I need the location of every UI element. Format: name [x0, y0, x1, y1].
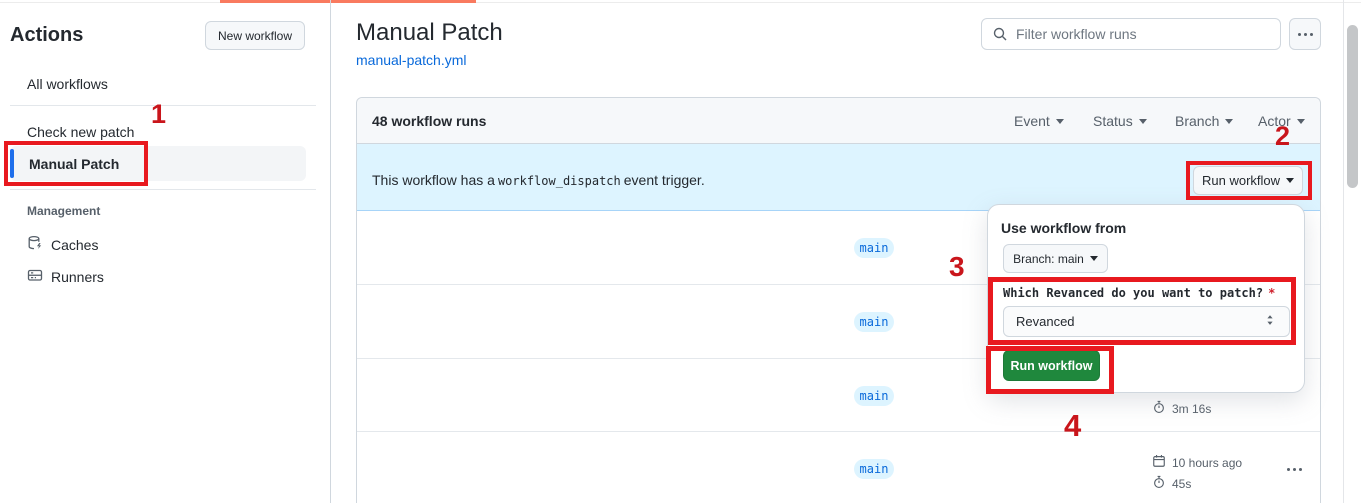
- required-asterisk: *: [1268, 286, 1276, 300]
- branch-badge[interactable]: main: [854, 459, 894, 479]
- sidebar-item-all-workflows[interactable]: All workflows: [27, 76, 108, 92]
- sidebar-item-caches[interactable]: Caches: [27, 235, 98, 254]
- sidebar-item-caches-label: Caches: [51, 236, 99, 253]
- orange-bar-fragment: [220, 0, 476, 3]
- database-icon: [27, 235, 43, 254]
- revanced-select[interactable]: Revanced: [1003, 306, 1290, 337]
- branch-badge[interactable]: main: [854, 312, 894, 332]
- sidebar-item-manual-patch[interactable]: [10, 146, 306, 181]
- branch-selector-button[interactable]: Branch: main: [1003, 244, 1108, 273]
- new-workflow-button[interactable]: New workflow: [205, 21, 305, 50]
- chevron-down-icon: [1286, 178, 1295, 183]
- calendar-icon: [1152, 454, 1166, 471]
- run-workflow-submit-button[interactable]: Run workflow: [1003, 350, 1100, 381]
- workflow-dispatch-banner: [357, 144, 1320, 211]
- run-duration-text: 45s: [1172, 476, 1192, 491]
- runs-table-header: [357, 98, 1320, 144]
- run-date-text: 10 hours ago: [1172, 455, 1243, 470]
- filter-actor[interactable]: Actor: [1258, 113, 1305, 129]
- run-date: 10 hours ago: [1152, 454, 1242, 471]
- scrollbar-gutter: [1343, 0, 1344, 503]
- revanced-select-value: Revanced: [1016, 314, 1075, 329]
- server-icon: [27, 267, 43, 286]
- sidebar-item-runners[interactable]: Runners: [27, 267, 104, 286]
- select-updown-icon: [1263, 313, 1277, 330]
- filter-actor-label: Actor: [1258, 113, 1291, 129]
- search-icon: [992, 26, 1008, 47]
- filter-status[interactable]: Status: [1093, 113, 1147, 129]
- workflow-file-link[interactable]: manual-patch.yml: [356, 52, 467, 68]
- filter-event[interactable]: Event: [1014, 113, 1064, 129]
- sidebar-item-check-new-patch[interactable]: Check new patch: [27, 124, 135, 140]
- sidebar-title: Actions: [10, 24, 84, 46]
- sidebar-item-runners-label: Runners: [51, 268, 104, 285]
- run-duration-text: 3m 16s: [1172, 401, 1212, 416]
- scrollbar-thumb[interactable]: [1347, 25, 1358, 188]
- management-section-label: Management: [27, 204, 101, 218]
- workflow-input-label: Which Revanced do you want to patch? *: [1003, 286, 1275, 300]
- run-workflow-dropdown-button[interactable]: Run workflow: [1193, 166, 1303, 195]
- run-duration: 3m 16s: [1152, 400, 1211, 417]
- filter-runs-search[interactable]: [981, 18, 1281, 50]
- workflow-input-label-text: Which Revanced do you want to patch?: [1003, 286, 1264, 300]
- banner-text-after: event trigger.: [623, 172, 705, 188]
- run-options-button[interactable]: [1281, 462, 1308, 477]
- sidebar-section-divider: [10, 189, 316, 190]
- page-title: Manual Patch: [356, 19, 503, 46]
- chevron-down-icon: [1296, 118, 1305, 124]
- chevron-down-icon: [1089, 256, 1098, 261]
- filter-branch[interactable]: Branch: [1175, 113, 1234, 129]
- selected-accent-bar: [10, 149, 14, 178]
- workflow-runs-count: 48 workflow runs: [372, 113, 487, 129]
- row-divider: [357, 358, 1320, 359]
- branch-badge[interactable]: main: [854, 386, 894, 406]
- row-divider: [357, 284, 1320, 285]
- run-duration: 45s: [1152, 475, 1191, 492]
- ellipsis-icon: [1297, 32, 1313, 36]
- sidebar-item-manual-patch-label[interactable]: Manual Patch: [29, 156, 120, 172]
- filter-branch-label: Branch: [1175, 113, 1220, 129]
- page-options-button[interactable]: [1289, 18, 1321, 50]
- branch-selector-label: Branch: main: [1013, 251, 1084, 266]
- search-input[interactable]: [981, 18, 1281, 50]
- stopwatch-icon: [1152, 475, 1166, 492]
- stopwatch-icon: [1152, 400, 1166, 417]
- chevron-down-icon: [1225, 118, 1234, 124]
- kebab-icon: [1287, 468, 1302, 471]
- row-divider: [357, 431, 1320, 432]
- filter-event-label: Event: [1014, 113, 1050, 129]
- sidebar-section-divider: [10, 105, 316, 106]
- banner-text-before: This workflow has a: [372, 172, 495, 188]
- sidebar-divider-vertical: [330, 0, 331, 503]
- annotation-number-1: 1: [151, 99, 167, 129]
- run-workflow-dropdown-label: Run workflow: [1201, 173, 1281, 188]
- top-hairline: [0, 2, 1361, 3]
- chevron-down-icon: [1138, 118, 1147, 124]
- branch-badge[interactable]: main: [854, 238, 894, 258]
- code-span: workflow_dispatch: [497, 174, 621, 188]
- filter-status-label: Status: [1093, 113, 1133, 129]
- panel-heading: Use workflow from: [1001, 220, 1127, 236]
- chevron-down-icon: [1055, 118, 1064, 124]
